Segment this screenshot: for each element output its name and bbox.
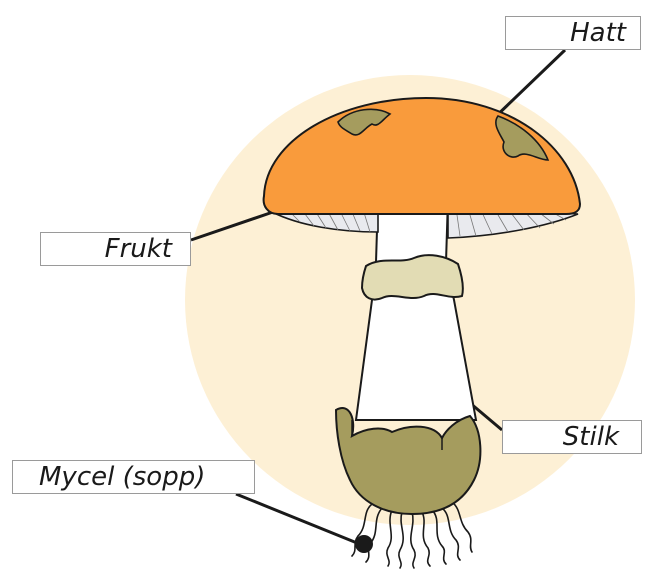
ring bbox=[362, 255, 463, 299]
label-hatt: Hatt bbox=[505, 16, 641, 50]
mycel-dot bbox=[355, 535, 373, 553]
label-frukt: Frukt bbox=[40, 232, 191, 266]
label-mycel: Mycel (sopp) bbox=[12, 460, 255, 494]
label-stilk: Stilk bbox=[502, 420, 642, 454]
